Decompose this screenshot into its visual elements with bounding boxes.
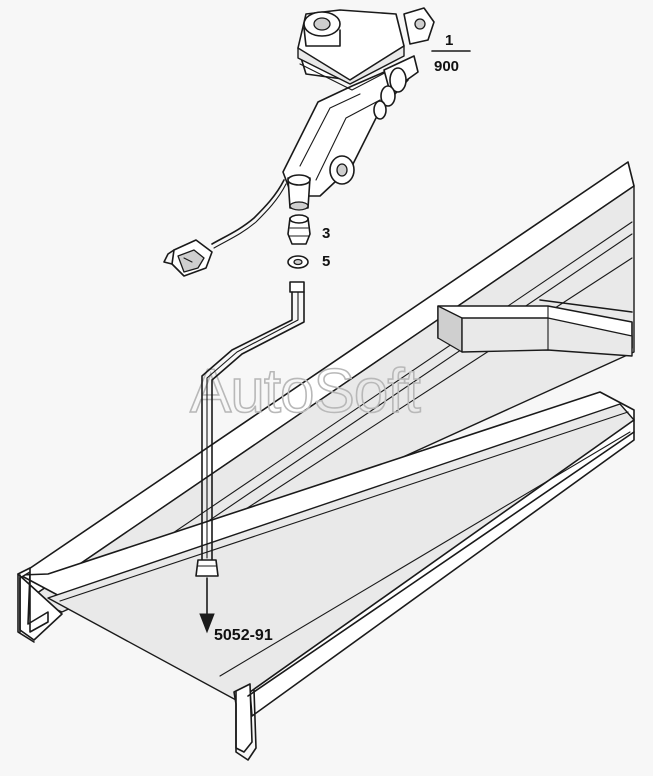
hydraulic-pipe [195,281,305,634]
electrical-connector [163,239,213,277]
sensor-wiring [163,179,287,277]
part-3-number: 3 [322,225,330,242]
cross-member [437,299,633,357]
chassis-frame-rail [17,161,635,761]
part-5-number: 5 [322,253,330,270]
callout-part-1: 1 900 [431,32,471,75]
pipe-reference-label: 5052-91 [214,627,273,644]
part-1-sheet: 900 [434,58,459,75]
part-1-number: 1 [445,32,453,49]
clutch-master-cylinder [282,7,435,211]
sealing-washer [287,255,309,269]
union-fitting [287,214,311,245]
watermark-text: AutoSoft [190,357,421,426]
